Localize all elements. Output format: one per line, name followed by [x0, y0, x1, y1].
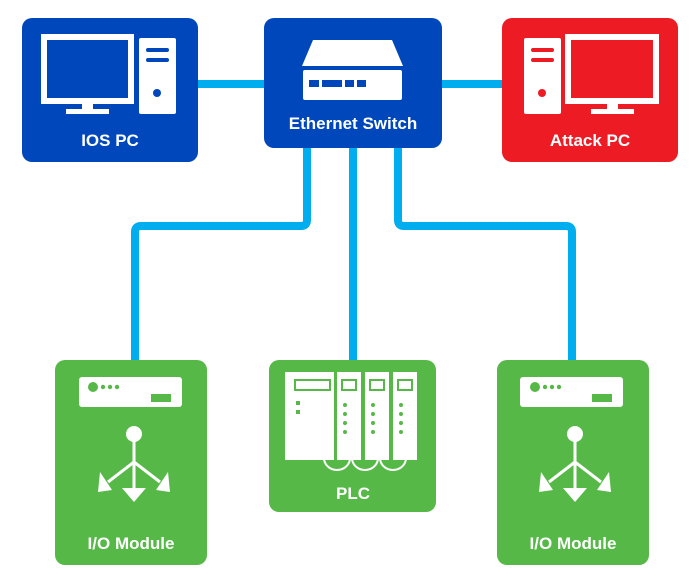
links: [131, 80, 576, 360]
ios-pc-label: IOS PC: [81, 131, 139, 150]
node-io-module-right[interactable]: I/O Module: [497, 360, 649, 565]
switch-label: Ethernet Switch: [289, 114, 417, 133]
link-switch-to-io-module-left: [131, 148, 311, 360]
io-module-left-label: I/O Module: [88, 534, 175, 553]
link-switch-to-io-module-right: [394, 148, 576, 360]
network-switch-icon: [302, 40, 403, 100]
node-plc[interactable]: PLC: [269, 360, 436, 512]
desktop-computer-icon: [41, 34, 176, 114]
node-io-module-left[interactable]: I/O Module: [55, 360, 207, 565]
node-attack-pc[interactable]: Attack PC: [502, 18, 678, 162]
plc-rack-icon: [285, 372, 417, 471]
io-module-icon: [79, 377, 182, 502]
io-module-icon: [520, 377, 623, 502]
desktop-computer-icon: [524, 34, 659, 114]
io-module-right-label: I/O Module: [530, 534, 617, 553]
attack-pc-label: Attack PC: [550, 131, 630, 150]
node-ios-pc[interactable]: IOS PC: [22, 18, 198, 162]
plc-label: PLC: [336, 484, 370, 503]
node-ethernet-switch[interactable]: Ethernet Switch: [264, 18, 442, 148]
